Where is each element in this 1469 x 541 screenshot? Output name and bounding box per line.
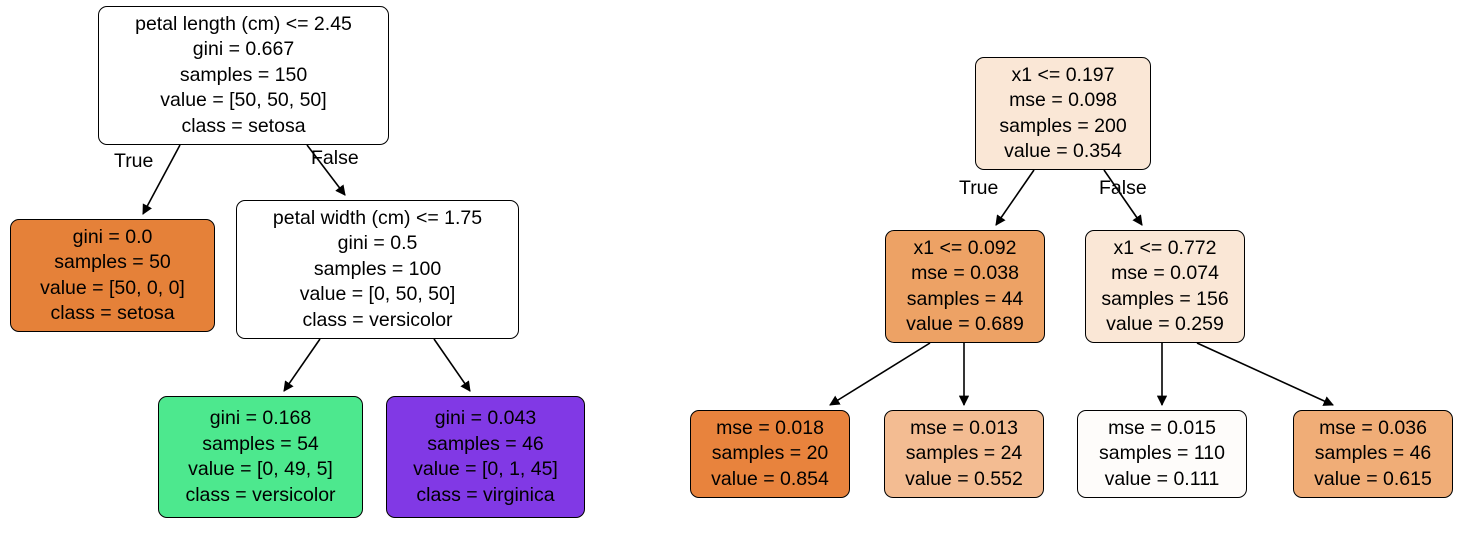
tree-node-r2-internal: x1 <= 0.772 mse = 0.074 samples = 156 value… xyxy=(1085,230,1245,343)
node-text-line: value = 0.259 xyxy=(1106,313,1224,335)
edge-label-true: True xyxy=(959,177,999,199)
node-text-line: value = [50, 0, 0] xyxy=(40,276,185,299)
tree-edge-r0-to-r1 xyxy=(995,169,1035,226)
node-text-line: samples = 20 xyxy=(711,442,829,465)
node-text-line: samples = 150 xyxy=(179,63,308,86)
node-text-line: mse = 0.038 xyxy=(911,262,1019,284)
node-text-line: value = 0.689 xyxy=(906,313,1024,335)
tree-node-c3-leaf: gini = 0.168 samples = 54 value = [0, 49, … xyxy=(158,396,363,518)
tree-node-c4-leaf: gini = 0.043 samples = 46 value = [0, 1, 4… xyxy=(386,396,585,518)
node-text-line: samples = 100 xyxy=(313,257,442,280)
node-text-line: petal length (cm) <= 2.45 xyxy=(135,12,352,35)
edge-label-false: False xyxy=(311,147,359,169)
node-text-line: samples = 200 xyxy=(999,114,1127,137)
node-text-line: gini = 0.0 xyxy=(72,225,153,248)
tree-edge-c2-to-c3 xyxy=(283,338,321,392)
node-text-line: value = 0.552 xyxy=(905,467,1023,490)
node-text-line: samples = 46 xyxy=(427,432,544,455)
node-text-line: x1 <= 0.772 xyxy=(1113,236,1217,259)
node-text-line: value = [0, 1, 45] xyxy=(413,458,558,480)
node-text-line: value = 0.615 xyxy=(1314,467,1432,490)
node-text-line: class = versicolor xyxy=(185,483,336,506)
node-text-line: value = [0, 49, 5] xyxy=(188,458,333,480)
tree-node-c1-leaf: gini = 0.0 samples = 50 value = [50, 0, 0]… xyxy=(10,219,215,332)
node-text-line: samples = 110 xyxy=(1099,442,1225,465)
tree-edge-r2-to-r6 xyxy=(1196,342,1334,406)
node-text-line: mse = 0.098 xyxy=(1009,89,1117,111)
node-text-line: samples = 46 xyxy=(1314,442,1432,465)
node-text-line: class = setosa xyxy=(181,114,306,137)
node-text-line: value = 0.854 xyxy=(711,467,829,490)
node-text-line: samples = 44 xyxy=(906,287,1024,310)
node-text-line: value = 0.354 xyxy=(1004,140,1122,162)
tree-edge-c2-to-c4 xyxy=(433,338,471,392)
node-text-line: x1 <= 0.092 xyxy=(913,236,1017,259)
node-text-line: mse = 0.015 xyxy=(1108,416,1216,439)
node-text-line: value = 0.111 xyxy=(1104,467,1220,490)
node-text-line: value = [0, 50, 50] xyxy=(299,283,456,306)
node-text-line: samples = 50 xyxy=(54,251,171,273)
node-text-line: class = versicolor xyxy=(302,308,453,331)
edge-label-true: True xyxy=(114,150,154,172)
node-text-line: mse = 0.036 xyxy=(1319,416,1427,439)
node-text-line: samples = 24 xyxy=(905,442,1023,465)
node-text-line: mse = 0.018 xyxy=(716,416,824,439)
node-text-line: gini = 0.043 xyxy=(434,407,537,429)
node-text-line: x1 <= 0.197 xyxy=(1011,63,1115,86)
node-text-line: samples = 156 xyxy=(1101,287,1229,310)
node-text-line: gini = 0.5 xyxy=(337,232,418,255)
node-text-line: gini = 0.168 xyxy=(209,407,312,429)
node-text-line: mse = 0.013 xyxy=(910,416,1018,439)
node-text-line: mse = 0.074 xyxy=(1111,262,1219,284)
node-text-line: samples = 54 xyxy=(202,432,319,455)
node-text-line: class = virginica xyxy=(416,483,555,506)
node-text-line: petal width (cm) <= 1.75 xyxy=(272,206,483,229)
edge-label-false: False xyxy=(1099,177,1147,199)
tree-edge-r1-to-r3 xyxy=(829,342,931,406)
tree-node-r0-root: x1 <= 0.197 mse = 0.098 samples = 200 value… xyxy=(975,57,1151,170)
tree-node-r1-internal: x1 <= 0.092 mse = 0.038 samples = 44 value … xyxy=(885,230,1045,343)
node-text-line: value = [50, 50, 50] xyxy=(160,89,327,112)
node-text-line: class = setosa xyxy=(50,302,175,324)
node-text-line: gini = 0.667 xyxy=(192,38,295,61)
